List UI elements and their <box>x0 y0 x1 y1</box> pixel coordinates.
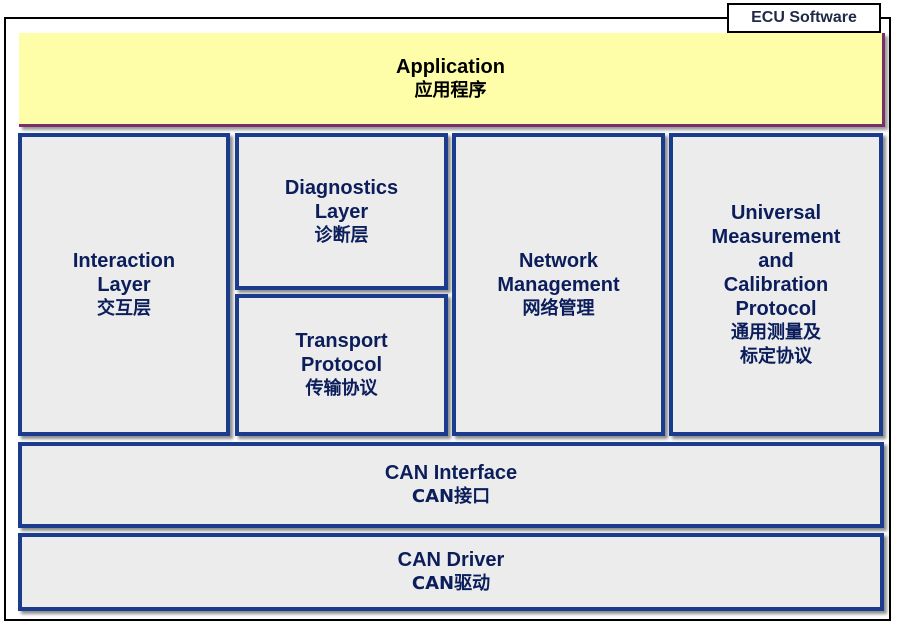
network-management-label-line2: Management <box>497 273 620 296</box>
xcp-label-cn-line1: 通用测量及 <box>731 321 821 343</box>
diagnostics-layer-label-line2: Layer <box>314 200 369 223</box>
network-management-label-cn: 网络管理 <box>522 297 595 319</box>
application-label: Application <box>396 55 505 78</box>
transport-protocol-label-cn: 传输协议 <box>305 378 378 399</box>
ecu-software-label: ECU Software <box>727 3 881 33</box>
can-interface-label-cn: CAN接口 <box>411 486 491 507</box>
xcp-label-line3: and <box>758 249 794 272</box>
diagnostics-layer-label-line1: Diagnostics <box>284 176 399 199</box>
application-block: Application 应用程序 <box>19 33 885 127</box>
transport-protocol-label-line1: Transport <box>295 330 388 352</box>
application-label-cn: 应用程序 <box>414 79 487 101</box>
can-driver-block: CAN Driver CAN驱动 <box>18 533 884 611</box>
network-management-block: Network Management 网络管理 <box>452 133 665 436</box>
xcp-label-line5: Protocol <box>735 297 817 320</box>
diagnostics-layer-block: Diagnostics Layer 诊断层 <box>235 133 448 290</box>
xcp-label-line2: Measurement <box>711 225 841 248</box>
diagnostics-layer-label-cn: 诊断层 <box>314 224 369 246</box>
xcp-label-line4: Calibration <box>723 273 829 296</box>
interaction-layer-label-line1: Interaction <box>72 249 176 272</box>
network-management-label-line1: Network <box>519 249 598 272</box>
xcp-block: Universal Measurement and Calibration Pr… <box>669 133 883 436</box>
interaction-layer-block: Interaction Layer 交互层 <box>18 133 230 436</box>
transport-protocol-block: Transport Protocol 传输协议 <box>235 294 448 436</box>
interaction-layer-label-cn: 交互层 <box>97 297 151 319</box>
can-interface-label: CAN Interface <box>384 462 518 484</box>
can-driver-label: CAN Driver <box>397 549 505 571</box>
can-driver-label-cn: CAN驱动 <box>411 573 491 594</box>
interaction-layer-label-line2: Layer <box>97 273 151 296</box>
can-interface-block: CAN Interface CAN接口 <box>18 442 884 528</box>
transport-protocol-label-line2: Protocol <box>300 354 383 376</box>
xcp-label-cn-line2: 标定协议 <box>740 345 812 367</box>
xcp-label-line1: Universal <box>730 201 822 224</box>
